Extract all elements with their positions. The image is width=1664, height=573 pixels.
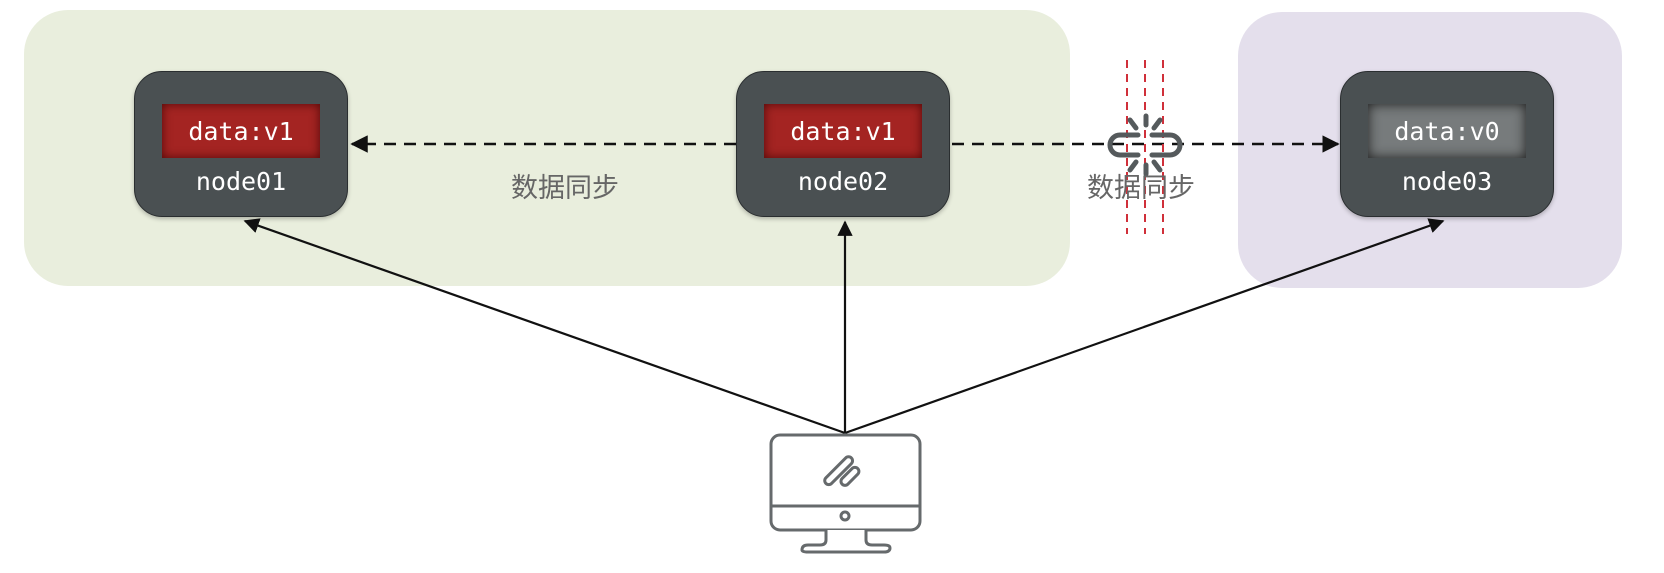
sync-label-left: 数据同步 <box>511 173 619 204</box>
node03-data-badge: data:v0 <box>1368 104 1526 158</box>
node03[interactable]: data:v0 node03 <box>1340 71 1554 217</box>
node02[interactable]: data:v1 node02 <box>736 71 950 217</box>
node01-label: node01 <box>195 167 287 196</box>
desktop-monitor-icon <box>769 433 922 554</box>
client-arrow-node01 <box>243 218 846 435</box>
client-arrow-node03 <box>844 218 1445 435</box>
sync-label-right: 数据同步 <box>1087 173 1195 204</box>
node01-data-badge: data:v1 <box>162 104 320 158</box>
node03-label: node03 <box>1401 167 1493 196</box>
node01[interactable]: data:v1 node01 <box>134 71 348 217</box>
node02-label: node02 <box>797 167 889 196</box>
node02-data-badge: data:v1 <box>764 104 922 158</box>
broken-link-icon <box>1107 113 1183 177</box>
network-partition-lines <box>1126 60 1164 234</box>
